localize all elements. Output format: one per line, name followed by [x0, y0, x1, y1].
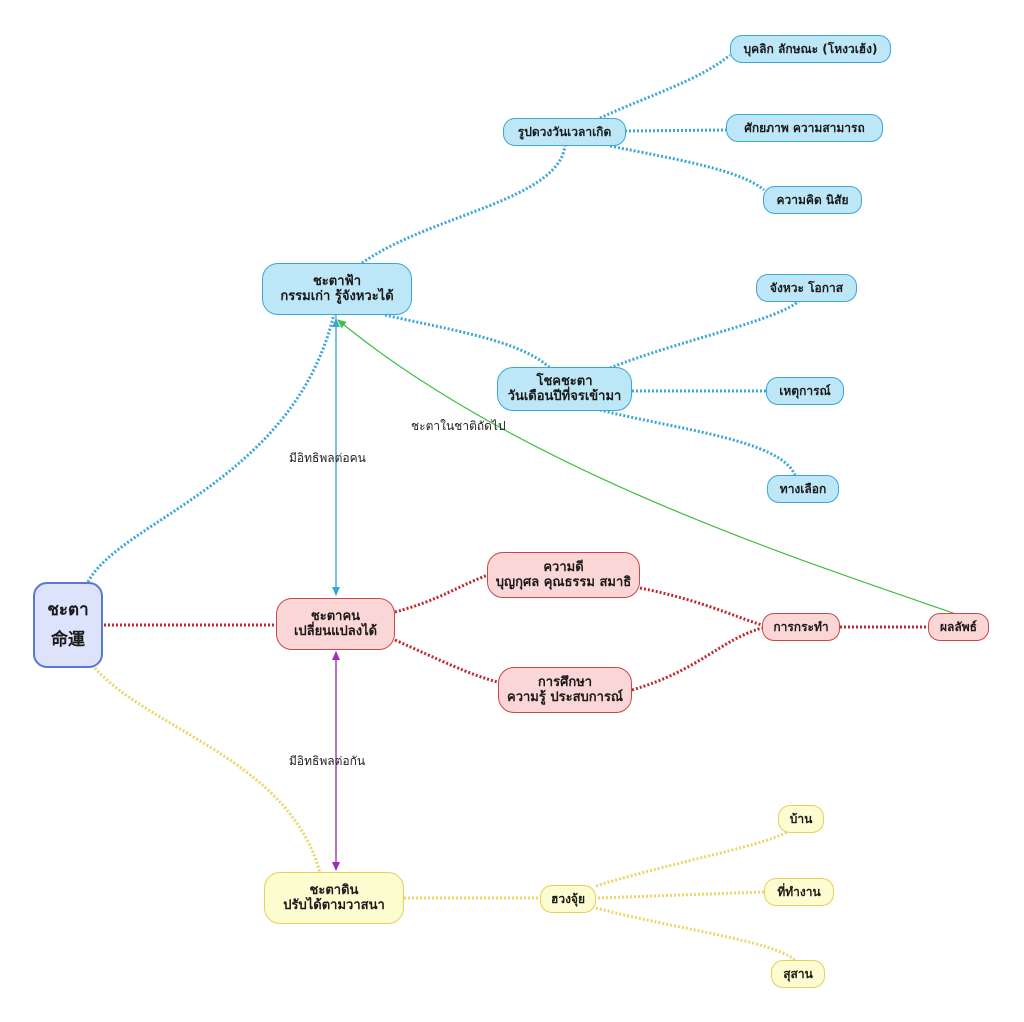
- arrow-result-heaven: [337, 319, 957, 615]
- node-cemetery[interactable]: สุสาน: [771, 960, 825, 988]
- node-luck[interactable]: โชคชะตา วันเดือนปีที่จรเข้ามา: [497, 367, 632, 411]
- node-workplace[interactable]: ที่ทำงาน: [764, 878, 834, 906]
- node-house[interactable]: บ้าน: [778, 805, 824, 833]
- node-action[interactable]: การกระทำ: [762, 613, 840, 641]
- link-luck-choices: [599, 408, 797, 476]
- node-human-fate[interactable]: ชะตาคน เปลี่ยนแปลงได้: [276, 598, 395, 650]
- link-birth-thinking: [609, 144, 765, 192]
- node-choices[interactable]: ทางเลือก: [767, 475, 839, 503]
- link-fengshui-house: [595, 828, 791, 888]
- link-luck-timing: [609, 298, 802, 370]
- root-thai-label: ชะตา: [47, 600, 89, 620]
- link-birth-personality: [599, 53, 731, 120]
- link-root-earth: [93, 667, 322, 874]
- luck-title: โชคชะตา: [536, 374, 593, 389]
- edge-label-influence-each-other: มีอิทธิพลต่อกัน: [289, 754, 366, 768]
- choices-label: ทางเลือก: [779, 481, 827, 496]
- events-label: เหตุการณ์: [779, 383, 831, 398]
- edge-label-next-life: ชะตาในชาติถัดไป: [411, 419, 506, 433]
- node-education[interactable]: การศึกษา ความรู้ ประสบการณ์: [498, 667, 632, 713]
- node-earth-fate[interactable]: ชะตาดิน ปรับได้ตามวาสนา: [264, 872, 404, 924]
- node-goodness[interactable]: ความดี บุญกุศล คุณธรรม สมาธิ: [487, 552, 640, 598]
- thinking-label: ความคิด นิสัย: [776, 192, 849, 207]
- node-thinking[interactable]: ความคิด นิสัย: [763, 186, 862, 214]
- birth-chart-label: รูปดวงวันเวลาเกิด: [517, 124, 612, 139]
- link-fengshui-workplace: [597, 890, 765, 900]
- potential-label: ศักยภาพ ความสามารถ: [744, 120, 865, 135]
- education-subtitle: ความรู้ ประสบการณ์: [507, 690, 623, 705]
- goodness-title: ความดี: [543, 560, 584, 575]
- earth-subtitle: ปรับได้ตามวาสนา: [283, 898, 385, 913]
- node-heaven-fate[interactable]: ชะตาฟ้า กรรมเก่า รู้จังหวะได้: [262, 263, 412, 315]
- link-heaven-luck: [384, 313, 552, 370]
- link-goodness-action: [639, 586, 763, 627]
- timing-label: จังหวะ โอกาส: [769, 280, 844, 295]
- node-result[interactable]: ผลลัพธ์: [928, 613, 989, 641]
- personality-label: บุคลิก ลักษณะ (โหงวเฮ้ง): [743, 41, 878, 56]
- workplace-label: ที่ทำงาน: [777, 884, 821, 899]
- link-heaven-birth: [361, 144, 567, 265]
- node-personality[interactable]: บุคลิก ลักษณะ (โหงวเฮ้ง): [730, 35, 891, 63]
- heaven-subtitle: กรรมเก่า รู้จังหวะได้: [280, 289, 394, 304]
- node-events[interactable]: เหตุการณ์: [766, 377, 844, 405]
- fengshui-label: ฮวงจุ้ย: [551, 891, 585, 906]
- human-subtitle: เปลี่ยนแปลงได้: [293, 624, 378, 639]
- human-title: ชะตาคน: [310, 609, 361, 624]
- earth-title: ชะตาดิน: [309, 883, 359, 898]
- root-chinese-label: 命運: [51, 630, 85, 650]
- result-label: ผลลัพธ์: [940, 619, 977, 634]
- link-education-action: [631, 626, 763, 692]
- node-fengshui[interactable]: ฮวงจุ้ย: [540, 885, 596, 913]
- goodness-subtitle: บุญกุศล คุณธรรม สมาธิ: [495, 575, 632, 590]
- link-birth-potential: [624, 128, 727, 133]
- heaven-title: ชะตาฟ้า: [312, 274, 362, 289]
- node-birth-chart[interactable]: รูปดวงวันเวลาเกิด: [503, 118, 626, 146]
- house-label: บ้าน: [789, 811, 813, 826]
- root-node-destiny[interactable]: ชะตา 命運: [33, 582, 103, 668]
- cemetery-label: สุสาน: [783, 966, 813, 981]
- link-root-heaven: [86, 304, 338, 583]
- luck-subtitle: วันเดือนปีที่จรเข้ามา: [507, 389, 622, 404]
- node-potential[interactable]: ศักยภาพ ความสามารถ: [726, 114, 883, 142]
- link-human-goodness: [394, 573, 489, 614]
- link-fengshui-cemetery: [595, 906, 796, 962]
- action-label: การกระทำ: [773, 619, 829, 634]
- education-title: การศึกษา: [537, 675, 593, 690]
- node-timing[interactable]: จังหวะ โอกาส: [756, 274, 857, 302]
- edge-label-influence-person: มีอิทธิพลต่อคน: [289, 451, 366, 465]
- link-human-education: [394, 638, 499, 684]
